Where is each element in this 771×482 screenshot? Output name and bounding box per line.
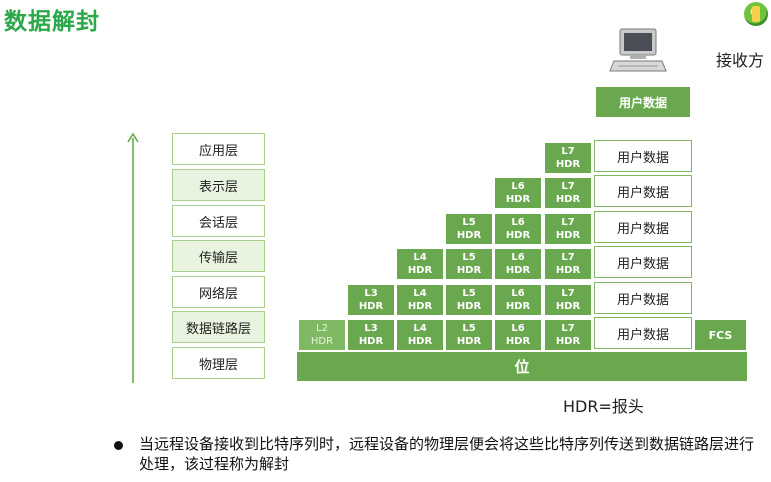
bits-bar: 位 <box>297 352 747 381</box>
user-data-cell: 用户数据 <box>594 211 692 243</box>
user-data-cell: 用户数据 <box>594 246 692 278</box>
received-user-data: 用户数据 <box>596 87 690 117</box>
layer-application: 应用层 <box>172 133 265 165</box>
bullet-icon <box>114 441 123 450</box>
layer-data-link: 数据链路层 <box>172 311 265 343</box>
receiver-label: 接收方 <box>716 51 765 70</box>
user-data-cell: 用户数据 <box>594 175 692 207</box>
layer-physical: 物理层 <box>172 347 265 379</box>
computer-icon <box>609 28 667 72</box>
page-title: 数据解封 <box>4 9 100 35</box>
user-data-cell: 用户数据 <box>594 140 692 172</box>
fcs-trailer: FCS <box>694 319 747 351</box>
layer-session: 会话层 <box>172 205 265 237</box>
layer-transport: 传输层 <box>172 240 265 272</box>
layer-network: 网络层 <box>172 276 265 308</box>
hdr-legend: HDR=报头 <box>563 397 644 416</box>
user-data-cell: 用户数据 <box>594 317 692 349</box>
layer-presentation: 表示层 <box>172 169 265 201</box>
up-arrow-icon <box>127 132 139 383</box>
explanation-text: 当远程设备接收到比特序列时，远程设备的物理层便会将这些比特序列传送到数据链路层进… <box>139 435 755 473</box>
logo-icon <box>744 2 768 26</box>
user-data-cell: 用户数据 <box>594 282 692 314</box>
